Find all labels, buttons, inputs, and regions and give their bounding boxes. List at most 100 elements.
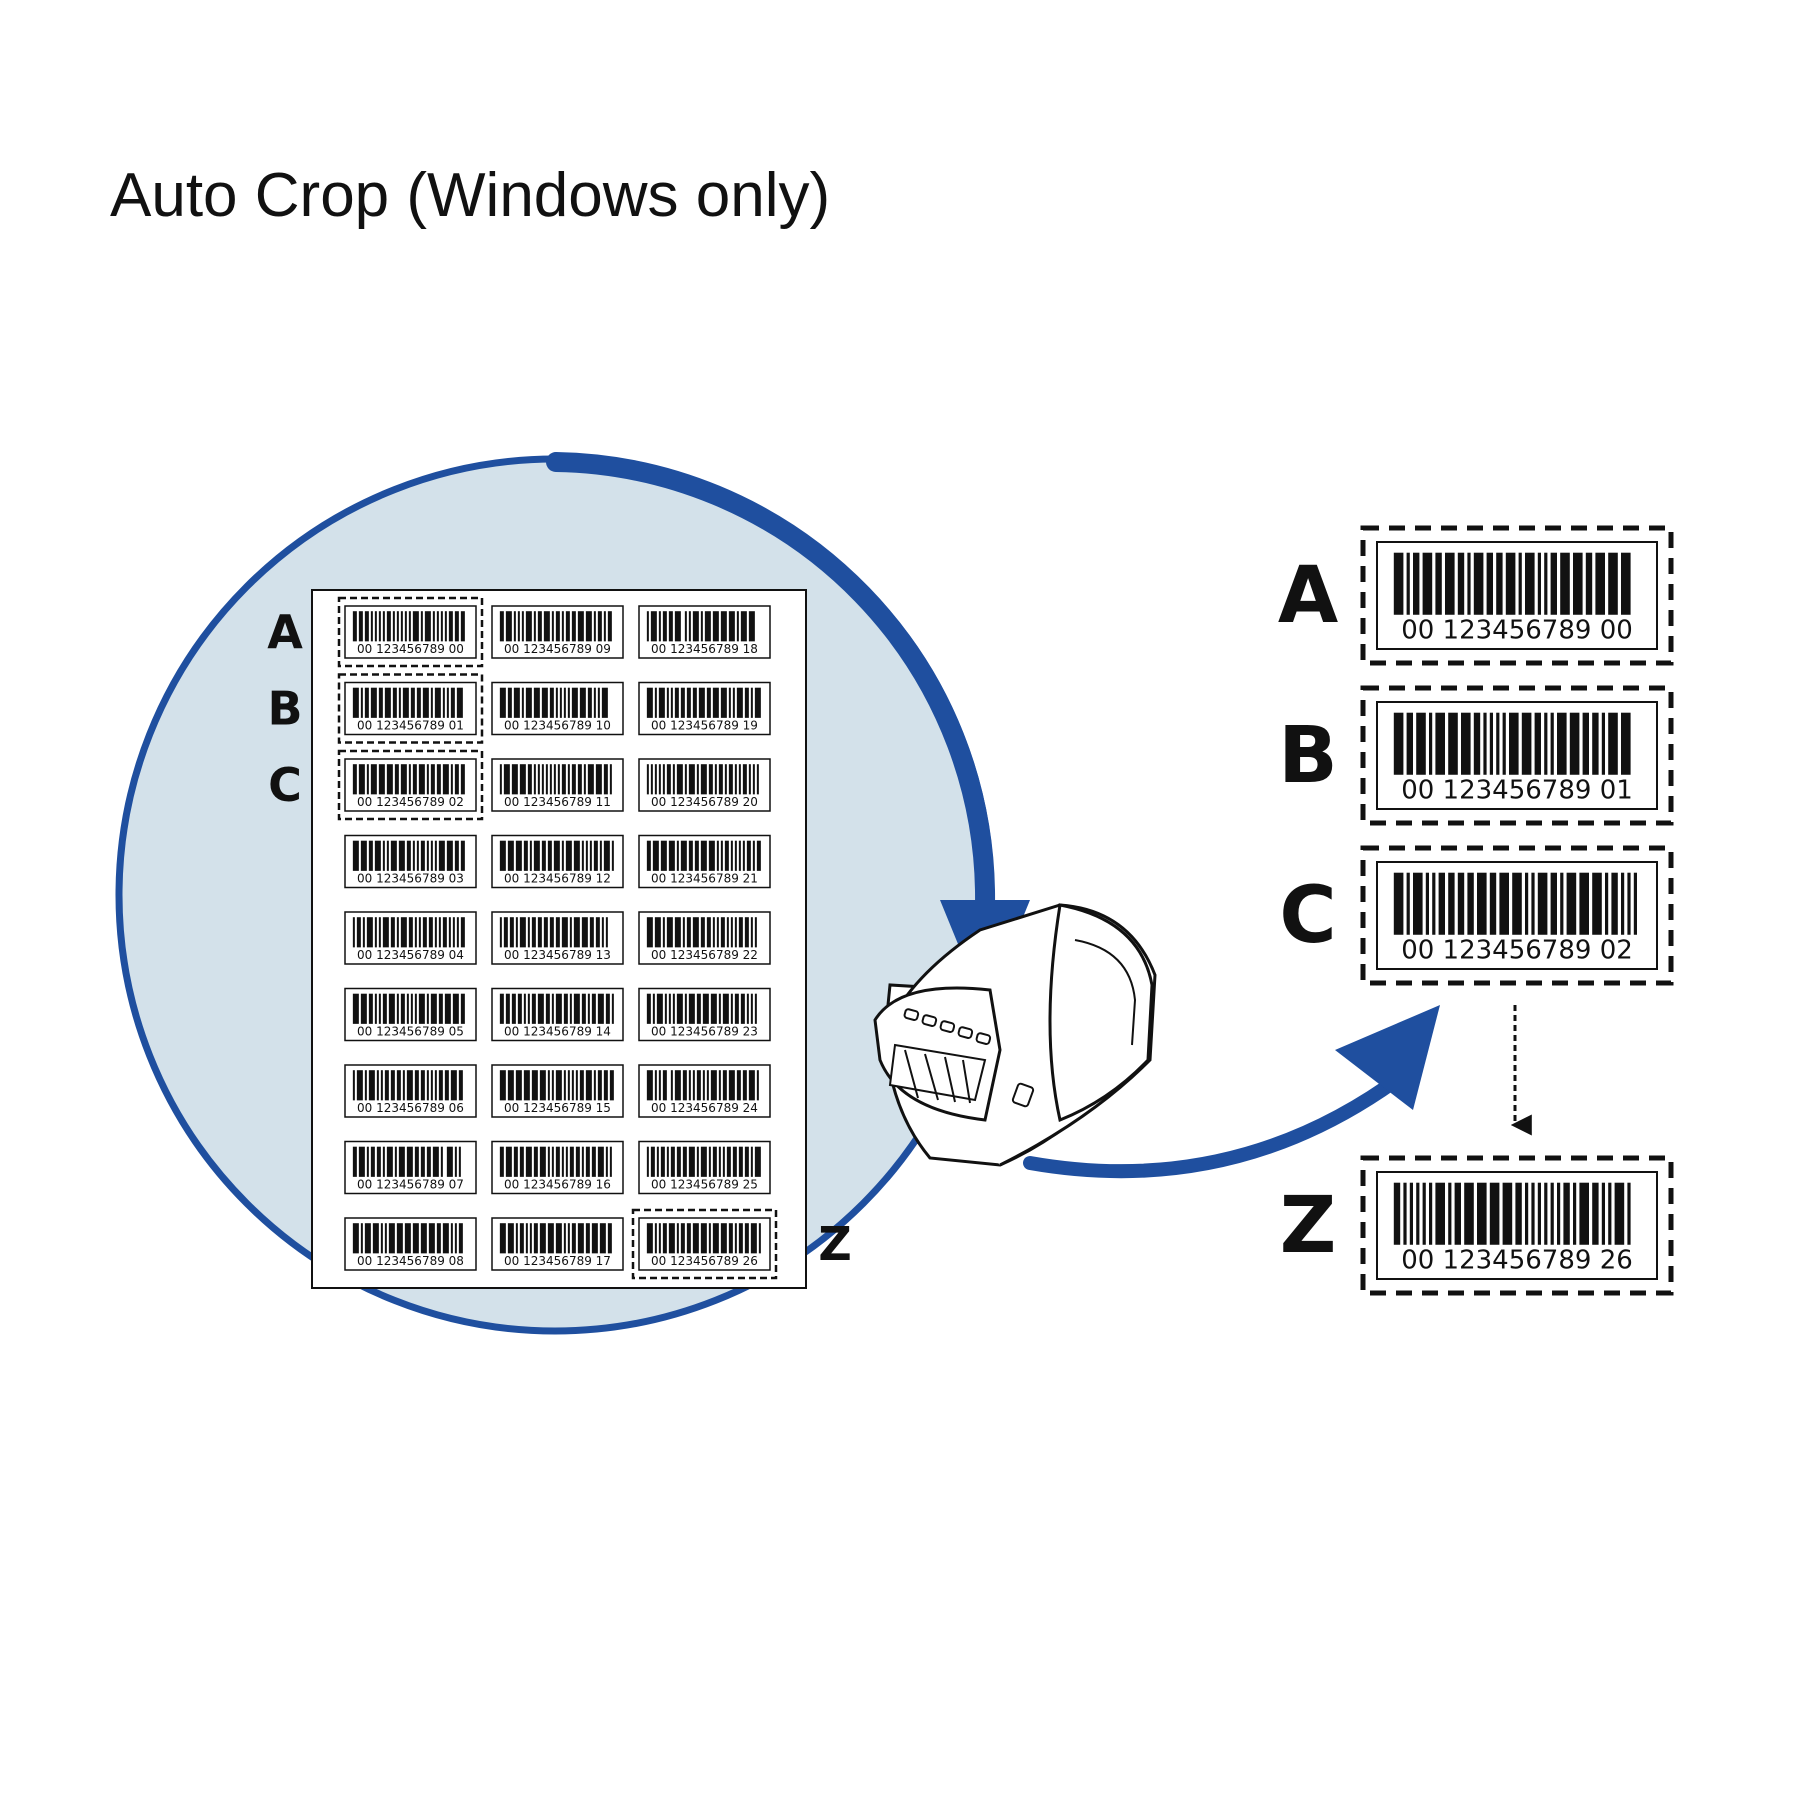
output-letter-c: C <box>1279 871 1336 961</box>
barcode-label: 00 123456789 24 <box>638 1064 771 1118</box>
barcode-bars <box>499 1146 612 1177</box>
barcode-bars <box>499 764 612 795</box>
barcode-bars <box>646 840 761 871</box>
label-printer-icon <box>873 903 1157 1167</box>
barcode-label: 00 123456789 17 <box>491 1217 624 1271</box>
barcode-number: 00 123456789 17 <box>504 1254 611 1268</box>
barcode-bars <box>499 1070 614 1101</box>
barcode-bars <box>352 687 463 718</box>
curved-arrow-icon <box>1023 1005 1440 1179</box>
barcode-bars <box>646 917 757 948</box>
barcode-number: 00 123456789 00 <box>357 642 464 656</box>
barcode-number: 00 123456789 22 <box>651 948 758 962</box>
page-title: Auto Crop (Windows only) <box>110 161 831 230</box>
crop-marquee <box>631 1208 778 1280</box>
barcode-number: 00 123456789 23 <box>651 1024 758 1038</box>
barcode-bars <box>1393 552 1631 615</box>
barcode-label: 00 123456789 04 <box>344 911 477 965</box>
barcode-number: 00 123456789 18 <box>651 642 758 656</box>
barcode-number: 00 123456789 01 <box>1401 775 1633 805</box>
barcode-number: 00 123456789 10 <box>504 718 611 732</box>
barcode-number: 00 123456789 13 <box>504 948 611 962</box>
barcode-label: 00 123456789 00 <box>344 605 477 659</box>
barcode-bars <box>352 1223 463 1254</box>
barcode-label: 00 123456789 22 <box>638 911 771 965</box>
barcode-number: 00 123456789 14 <box>504 1024 611 1038</box>
barcode-bars <box>646 1146 761 1177</box>
barcode-label: 00 123456789 01 <box>344 681 477 736</box>
barcode-number: 00 123456789 16 <box>504 1177 611 1191</box>
barcode-number: 00 123456789 20 <box>651 795 758 809</box>
barcode-bars <box>352 764 465 795</box>
barcode-label: 00 123456789 13 <box>491 911 624 965</box>
barcode-number: 00 123456789 07 <box>357 1177 464 1191</box>
barcode-bars <box>352 917 465 948</box>
barcode-label: 00 123456789 02 <box>344 758 477 812</box>
barcode-label: 00 123456789 16 <box>491 1140 624 1195</box>
barcode-bars <box>646 687 761 718</box>
barcode-bars <box>646 993 757 1024</box>
barcode-label: 00 123456789 15 <box>491 1064 624 1118</box>
barcode-number: 00 123456789 26 <box>1401 1245 1633 1275</box>
barcode-number: 00 123456789 02 <box>357 795 464 809</box>
barcode-label: 00 123456789 05 <box>344 987 477 1042</box>
barcode-number: 00 123456789 15 <box>504 1101 611 1115</box>
barcode-bars <box>352 1146 461 1177</box>
barcode-bars <box>1393 872 1637 935</box>
barcode-bars <box>646 1070 759 1101</box>
barcode-label: 00 123456789 14 <box>491 987 624 1042</box>
barcode-label: 00 123456789 11 <box>491 758 624 812</box>
barcode-label: 00 123456789 07 <box>344 1140 477 1195</box>
barcode-label: 00 123456789 08 <box>344 1217 477 1271</box>
barcode-label: 00 123456789 23 <box>638 987 771 1042</box>
barcode-bars <box>499 687 608 718</box>
barcode-label: 00 123456789 25 <box>638 1140 771 1195</box>
barcode-bars <box>352 611 465 642</box>
output-letter-b: B <box>1278 711 1337 801</box>
barcode-label: 00 123456789 12 <box>491 834 624 889</box>
barcode-bars <box>499 993 614 1024</box>
barcode-bars <box>646 1223 761 1254</box>
barcode-number: 00 123456789 26 <box>651 1254 758 1268</box>
row-letter-a: A <box>267 605 303 659</box>
barcode-label: 00 123456789 19 <box>638 681 771 736</box>
barcode-number: 00 123456789 06 <box>357 1101 464 1115</box>
barcode-label: 00 123456789 26 <box>638 1217 771 1271</box>
barcode-label: 00 123456789 21 <box>638 834 771 889</box>
barcode-number: 00 123456789 04 <box>357 948 464 962</box>
barcode-number: 00 123456789 03 <box>357 871 464 885</box>
barcode-bars <box>646 611 755 642</box>
barcode-label: 00 123456789 20 <box>638 758 771 812</box>
sheet-label-grid: 00 123456789 00 00 123456789 01 00 1234567… <box>337 596 778 1280</box>
barcode-label: 00 123456789 10 <box>491 681 624 736</box>
barcode-number: 00 123456789 21 <box>651 871 758 885</box>
crop-marquee <box>337 596 484 668</box>
barcode-number: 00 123456789 01 <box>357 718 464 732</box>
row-letter-c: C <box>268 758 302 812</box>
barcode-bars <box>352 993 465 1024</box>
barcode-number: 00 123456789 11 <box>504 795 611 809</box>
barcode-number: 00 123456789 00 <box>1401 615 1633 645</box>
barcode-number: 00 123456789 12 <box>504 871 611 885</box>
output-letter-z: Z <box>1280 1181 1337 1271</box>
barcode-bars <box>1393 1182 1631 1245</box>
barcode-bars <box>499 917 608 948</box>
barcode-number: 00 123456789 05 <box>357 1024 464 1038</box>
barcode-bars <box>1393 712 1631 775</box>
output-letter-a: A <box>1278 551 1338 641</box>
row-letter-b: B <box>267 682 302 736</box>
barcode-label: 00 123456789 06 <box>344 1064 477 1118</box>
row-letter-z: Z <box>818 1217 851 1271</box>
barcode-bars <box>499 840 614 871</box>
barcode-bars <box>499 611 612 642</box>
crop-marquee <box>337 749 484 821</box>
sheet-row-letters: ABC Z <box>267 605 851 1271</box>
barcode-number: 00 123456789 19 <box>651 718 758 732</box>
barcode-number: 00 123456789 02 <box>1401 935 1633 965</box>
barcode-number: 00 123456789 09 <box>504 642 611 656</box>
barcode-bars <box>646 764 759 795</box>
barcode-bars <box>352 840 465 871</box>
barcode-number: 00 123456789 25 <box>651 1177 758 1191</box>
crop-marquee <box>337 673 484 744</box>
